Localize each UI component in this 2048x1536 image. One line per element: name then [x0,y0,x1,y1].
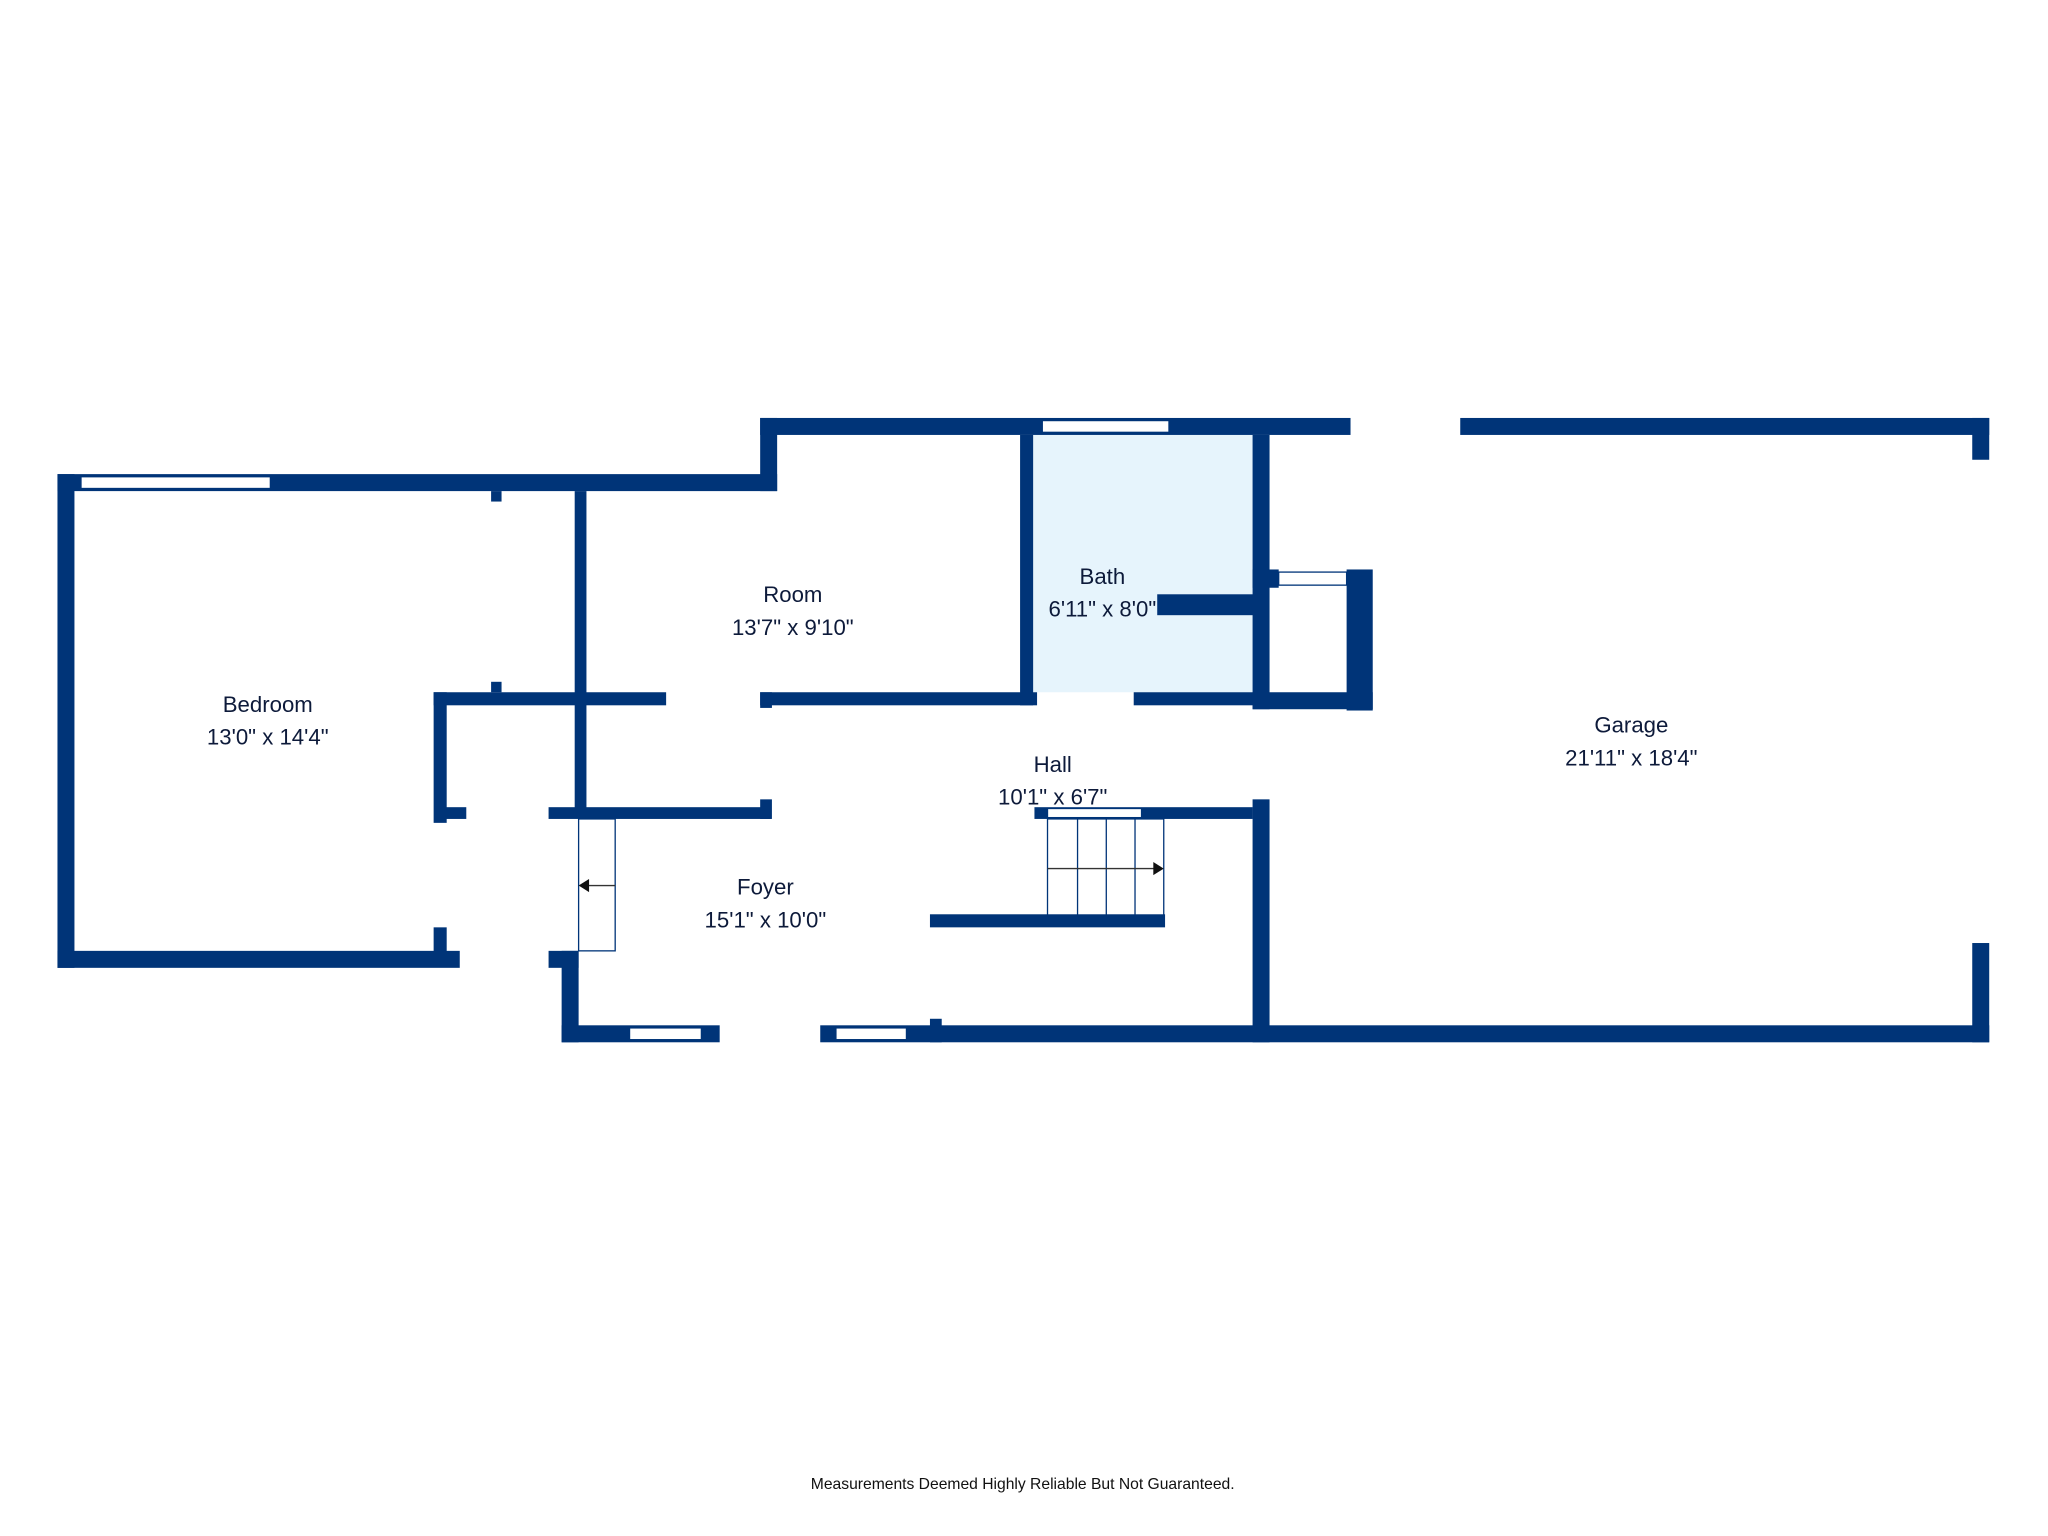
room-labels: Bedroom 13'0" x 14'4" Room 13'7" x 9'10"… [207,564,1698,933]
windows [80,419,1348,1041]
room-name: Garage [1594,713,1668,738]
room-name: Bedroom [223,692,313,717]
bath-fill [1033,434,1253,693]
room-size: 13'0" x 14'4" [207,724,329,749]
room-size: 13'7" x 9'10" [732,615,854,640]
room-name: Bath [1080,564,1126,589]
arrow-right-icon [1153,862,1164,876]
room-size: 15'1" x 10'0" [705,907,827,932]
room-name: Hall [1034,752,1072,777]
room-size: 21'11" x 18'4" [1565,745,1697,770]
room-size: 6'11" x 8'0" [1049,596,1157,621]
stairs [577,818,1165,952]
disclaimer: Measurements Deemed Highly Reliable But … [811,1476,1235,1493]
room-name: Foyer [737,875,794,900]
arrow-left-icon [578,879,590,893]
room-name: Room [763,582,822,607]
room-size: 10'1" x 6'7" [998,785,1107,810]
walls [57,417,1990,1043]
